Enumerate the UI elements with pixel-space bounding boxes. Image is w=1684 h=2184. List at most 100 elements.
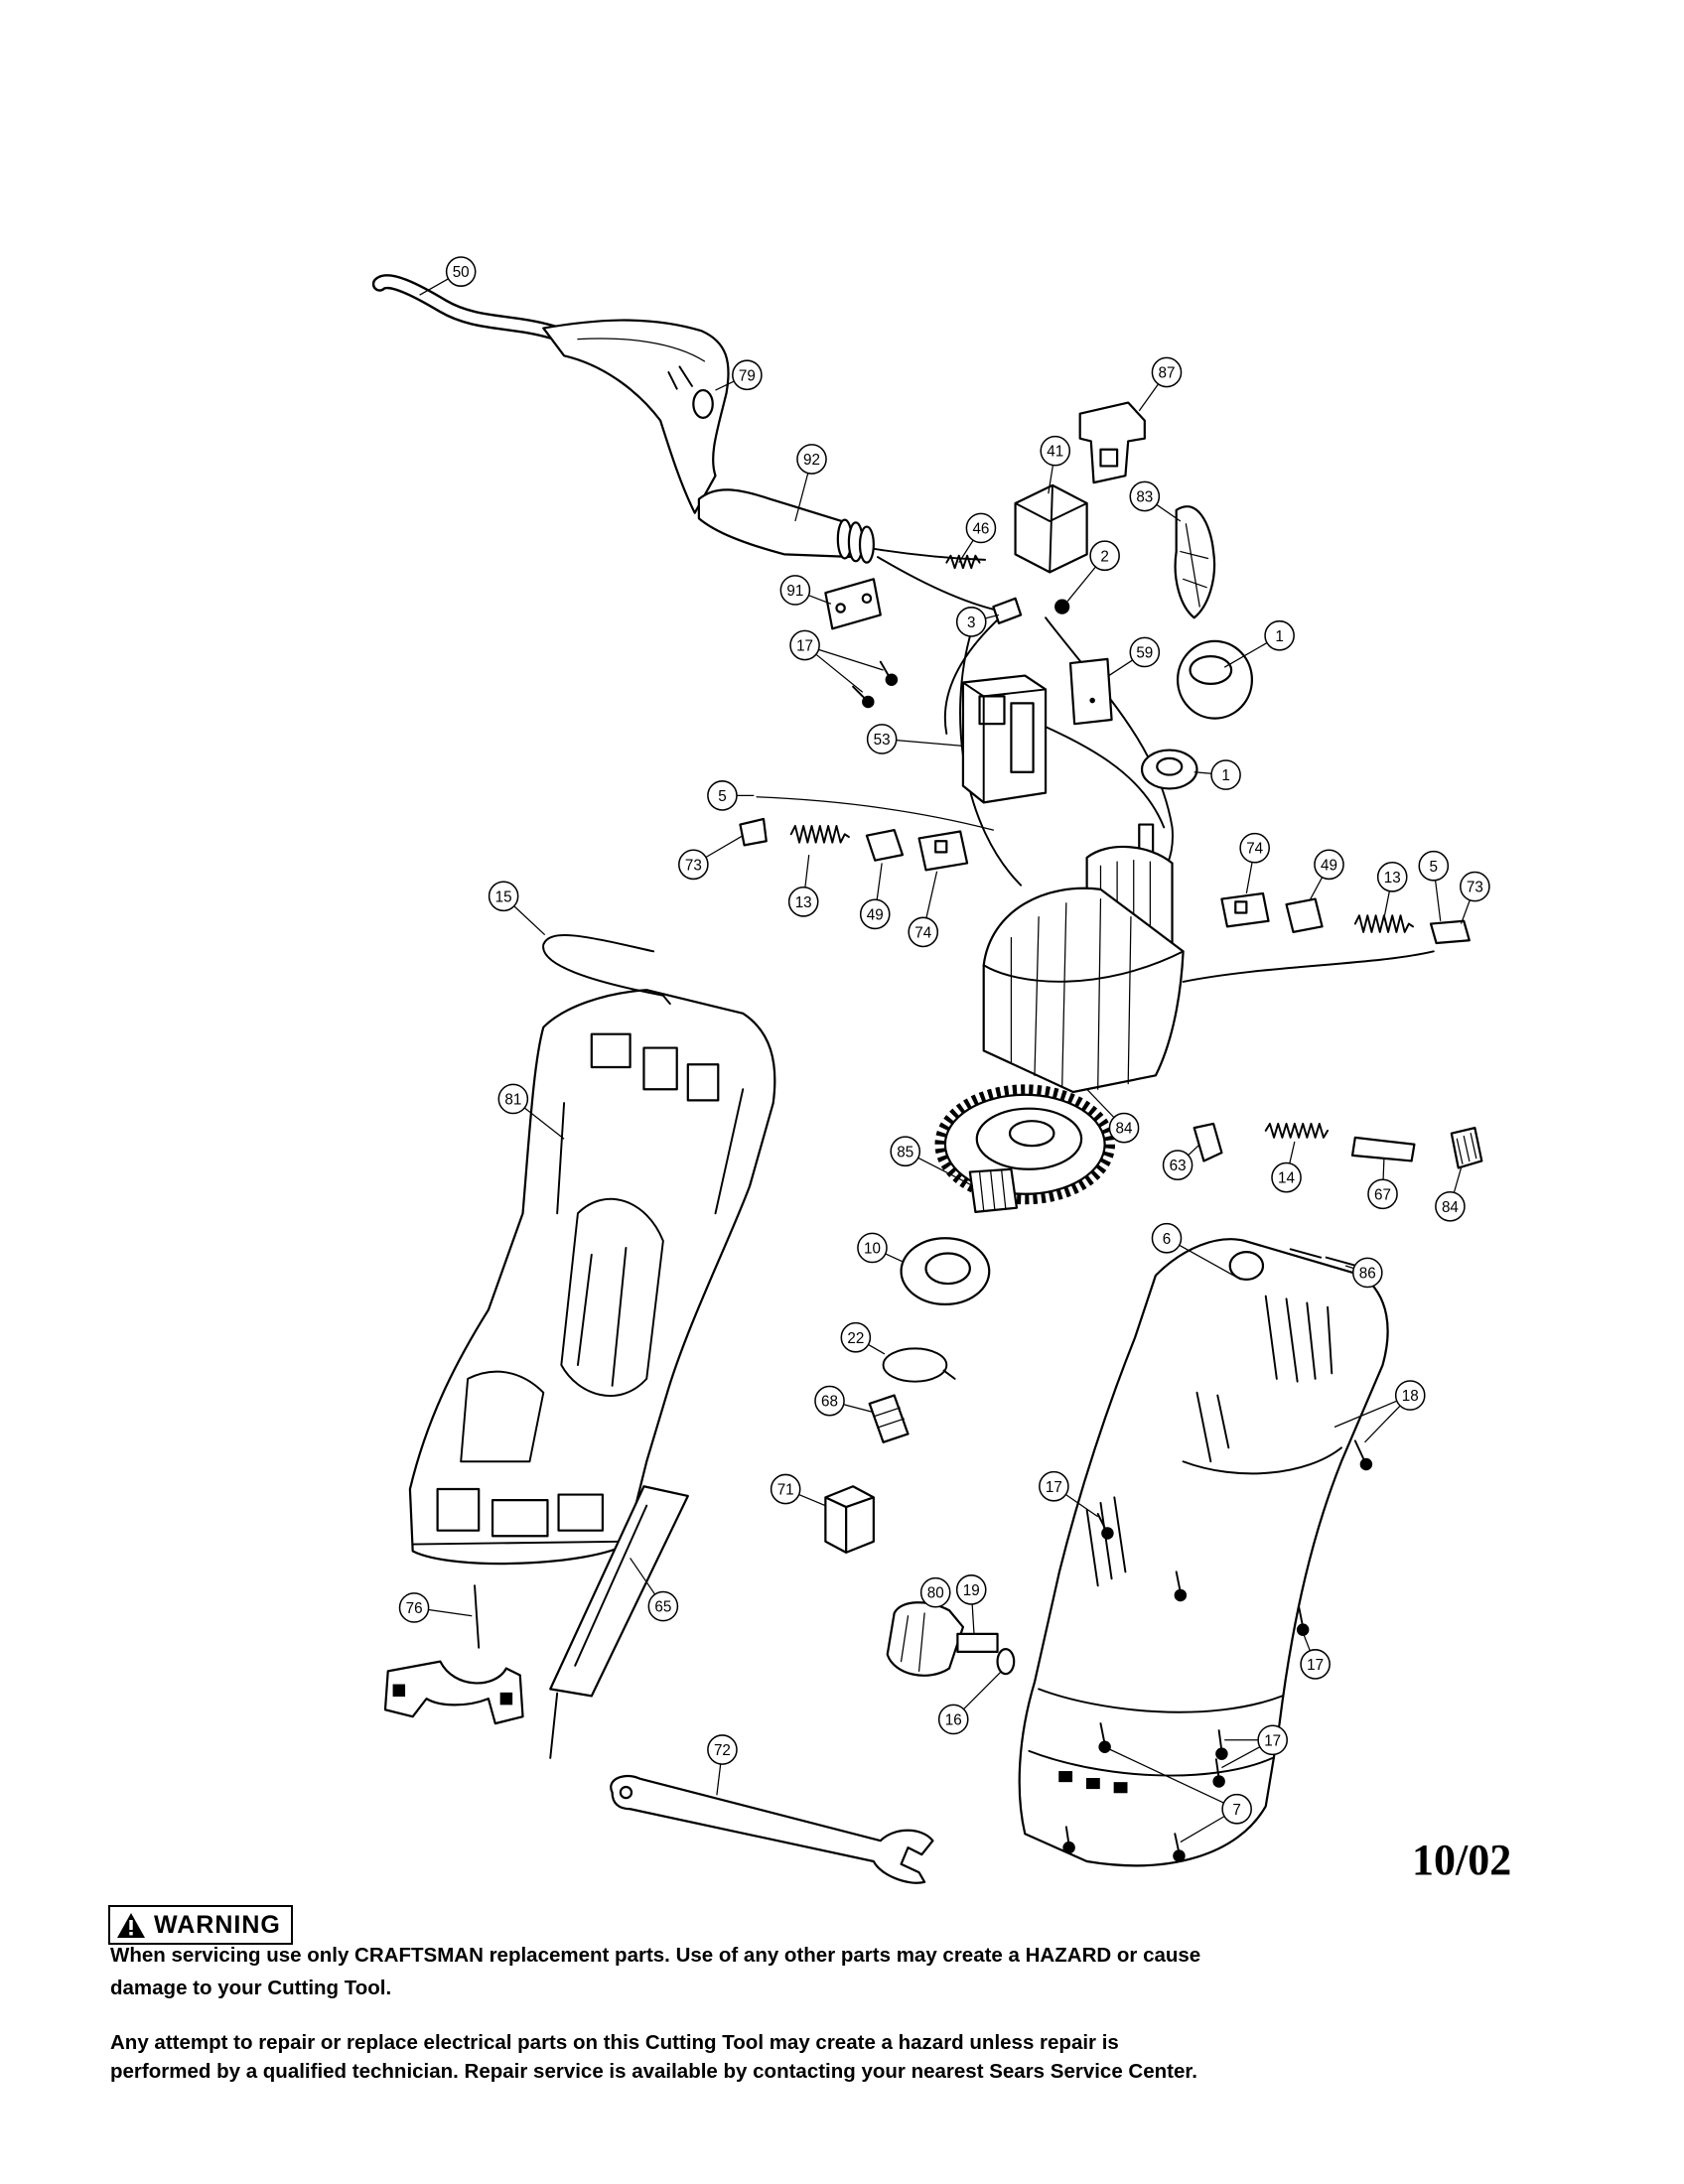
callout-circle [1435,1190,1466,1222]
leader-line [958,539,974,564]
callout-number: 10 [864,1240,881,1257]
warning-line: damage to your Cutting Tool. [110,1977,392,1999]
callout-circle [1039,1470,1069,1502]
switch [1014,483,1088,574]
leader-line [428,1608,473,1617]
callout-number: 81 [504,1091,521,1108]
callout-number: 92 [803,452,820,469]
leader-line [705,835,744,859]
callout-number: 87 [1159,365,1176,382]
callout-number: 91 [786,583,803,600]
callout-41: 41 [1040,435,1071,494]
callout-circle [814,1385,845,1417]
washer [996,1648,1016,1676]
leader-line [716,1763,722,1796]
leader-line [1344,1265,1354,1270]
cord-guard [542,319,730,514]
callout-number: 1 [1275,628,1283,645]
callout-number: 86 [1359,1265,1376,1282]
wrench [610,1774,934,1884]
callout-circle [445,256,477,287]
callout-number: 16 [945,1711,962,1728]
power-cord [371,274,561,341]
callout-circle [497,1083,529,1115]
leader-line [1245,862,1253,894]
leader-line [808,595,832,605]
leader-line [1434,880,1442,921]
callout-number: 73 [685,857,702,874]
leader-line [1180,1816,1225,1843]
callout-17: 17 [1039,1470,1099,1518]
callout-46: 46 [958,512,997,564]
leader-line [1364,1405,1401,1443]
bearing-front [900,1237,991,1306]
switch-rod [549,1485,689,1759]
warning-label: WARNING [108,1905,293,1945]
callout-circle [890,1136,921,1167]
leader-line [1383,890,1390,919]
callout-74: 74 [908,871,939,948]
knob-shaft [956,1632,999,1654]
callout-73: 73 [678,835,744,881]
callout-circle [1129,480,1161,512]
warning-paragraph-electrical: Any attempt to repair or replace electri… [110,2028,1197,2086]
callout-6: 6 [1151,1222,1242,1281]
callout-circle [1151,1222,1183,1254]
switch-nut [1054,599,1070,614]
callout-number: 2 [1100,548,1108,565]
callout-15: 15 [488,881,546,936]
callout-number: 65 [654,1599,671,1616]
callout-circle [1351,1257,1383,1289]
callout-number: 84 [1442,1199,1459,1216]
spindle-lock-spring [1264,1122,1330,1139]
spindle-collar [868,1394,910,1443]
brush-lead-left [756,796,995,831]
callout-circle [488,881,519,912]
callout-circle [1040,435,1071,467]
warning-line: When servicing use only CRAFTSMAN replac… [110,1944,1201,1967]
spindle-lock-bracket [1193,1122,1223,1162]
callout-16: 16 [937,1670,1003,1735]
callout-number: 74 [1246,841,1263,858]
callout-number: 76 [406,1600,423,1617]
callout-circle [779,575,811,606]
leader-line [1188,1144,1200,1157]
callout-number: 3 [967,614,975,631]
terminal [992,597,1023,624]
callout-circle [908,916,939,948]
callout-number: 7 [1232,1802,1240,1819]
callout-circle [796,444,827,475]
callout-71: 71 [770,1473,826,1507]
callout-circle [1264,619,1295,651]
leader-line [868,1343,886,1355]
callout-circle [1210,759,1241,790]
callout-number: 79 [739,367,756,384]
callout-19: 19 [955,1574,987,1634]
leader-line [1107,1747,1224,1804]
callout-circle [955,607,987,637]
callout-circle [789,629,820,661]
callout-3: 3 [955,607,1000,637]
callout-2: 2 [1066,540,1120,602]
callout-number: 5 [718,788,726,805]
callout-13: 13 [787,855,819,917]
hex-nut [824,1485,875,1555]
leader-line [1382,1158,1385,1180]
callout-number: 59 [1136,644,1153,661]
callout-67: 67 [1367,1158,1398,1210]
leader-line [1156,503,1182,522]
carbon-brush-left [865,829,905,862]
callout-number: 67 [1374,1186,1391,1203]
callout-number: 41 [1047,444,1063,461]
callout-79: 79 [715,359,763,391]
callout-circle [1221,1793,1252,1825]
callout-circle [1129,636,1161,668]
leader-line [818,648,884,671]
callout-circle [955,1574,987,1605]
callout-circle [1089,540,1120,572]
callout-59: 59 [1108,636,1161,677]
warning-line: Any attempt to repair or replace electri… [110,2031,1119,2054]
brush-holder-right [1220,891,1270,928]
callout-circle [1418,850,1450,882]
leader-line [1302,1632,1311,1652]
